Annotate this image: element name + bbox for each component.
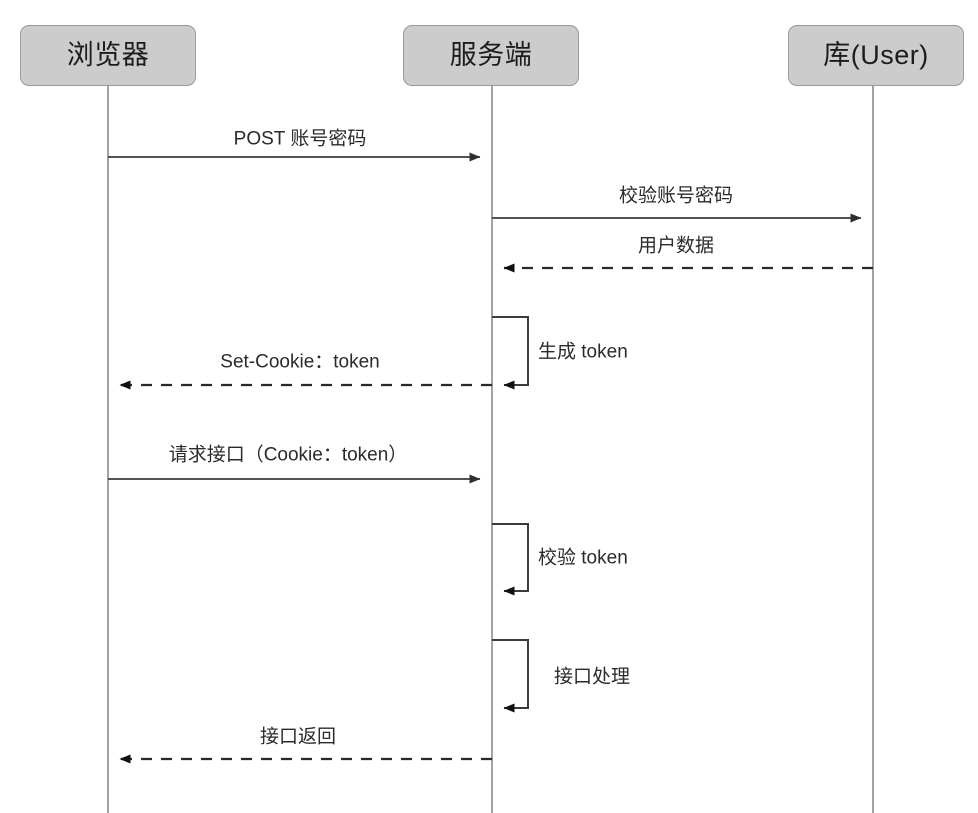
participant-label-server: 服务端 [449, 40, 533, 70]
lifelines-group [107, 86, 874, 813]
message-label-m1: POST 账号密码 [233, 128, 367, 150]
message-label-m6: 请求接口（Cookie：token） [168, 444, 408, 466]
message-label-m3: 用户数据 [637, 235, 715, 257]
participant-label-browser: 浏览器 [66, 40, 150, 70]
self-message-path-m7[interactable] [492, 523, 529, 596]
message-label-m2: 校验账号密码 [618, 185, 734, 207]
participant-label-database: 库(User) [823, 40, 929, 70]
participant-box-server[interactable]: 服务端 [403, 25, 579, 86]
message-label-m5: Set-Cookie：token [220, 351, 380, 373]
message-label-m9: 接口返回 [259, 726, 337, 748]
message-label-m8: 接口处理 [554, 666, 631, 688]
messages-group [108, 152, 873, 764]
self-message-path-m8[interactable] [492, 639, 529, 713]
self-message-path-m4[interactable] [492, 316, 529, 390]
message-label-m7: 校验 token [538, 547, 628, 569]
message-label-m4: 生成 token [538, 341, 628, 363]
participant-box-database[interactable]: 库(User) [788, 25, 964, 86]
participant-box-browser[interactable]: 浏览器 [20, 25, 196, 86]
